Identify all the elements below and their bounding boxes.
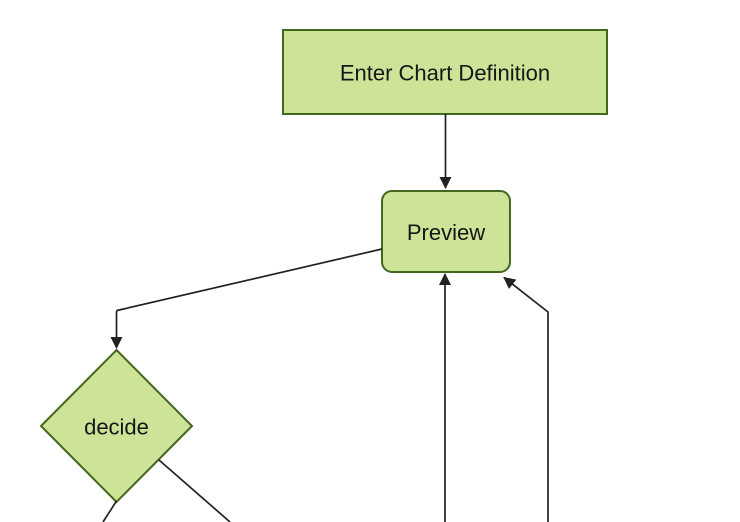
node-preview — [381, 190, 511, 273]
node-label-preview: Preview — [407, 220, 485, 245]
node-label-enter-chart-definition: Enter Chart Definition — [340, 61, 550, 86]
edge-decide-out-right — [158, 459, 231, 522]
edge-preview-to-decide — [110, 248, 383, 349]
edge-decide-out-left — [102, 500, 118, 522]
node-label-decide: decide — [84, 415, 149, 440]
node-enter-chart-definition — [282, 29, 608, 115]
edges-layer — [102, 114, 549, 522]
edge-bottom-diagonal-into-preview — [503, 276, 549, 522]
